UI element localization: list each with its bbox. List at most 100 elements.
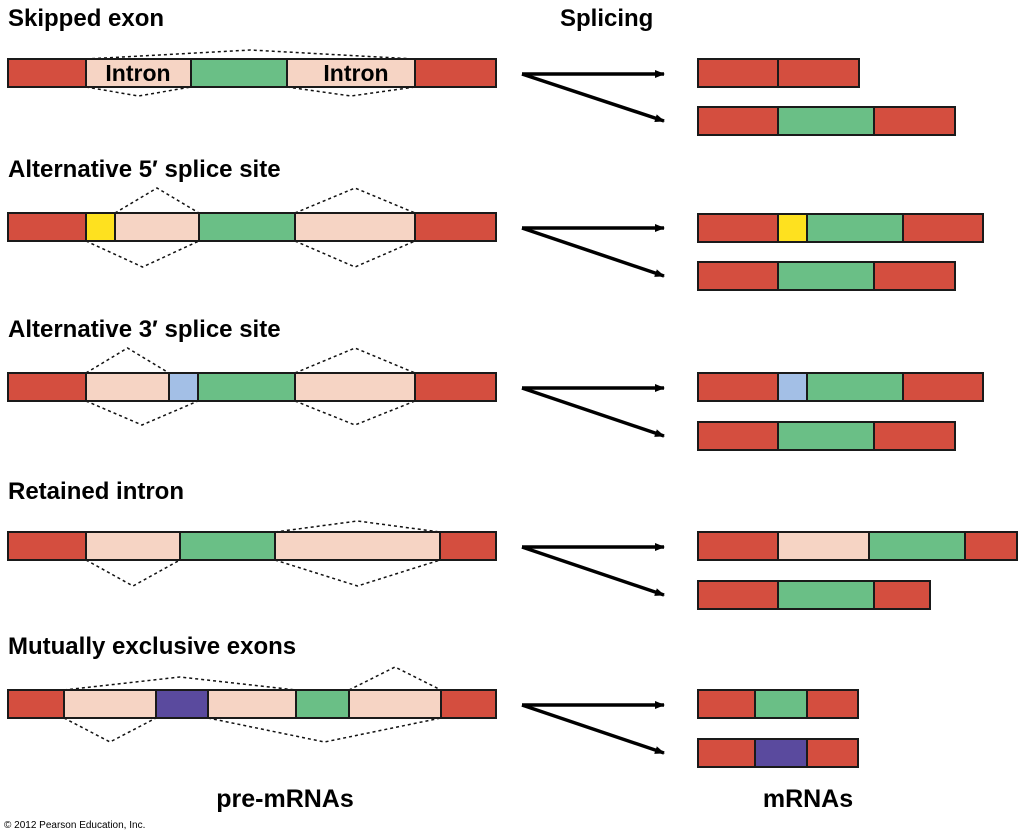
mrna-segment-green-exon — [754, 689, 808, 719]
pre-mrna — [7, 531, 497, 561]
arrow-to-mrna-2 — [521, 545, 665, 597]
mrna-segment-exon — [697, 58, 779, 88]
mrna-segment-green-exon — [806, 213, 904, 243]
pre-mrna — [7, 58, 497, 88]
panel-retained-intron: Retained intron — [7, 478, 1018, 610]
mrna-product-1 — [697, 213, 984, 243]
pre-mrna-segment-intron — [85, 372, 170, 402]
splice-connector-bottom — [207, 717, 442, 743]
pre-mrna-segment-intron — [85, 531, 181, 561]
mrna-segment-exon — [697, 531, 779, 561]
mrna-segment-green-exon — [868, 531, 966, 561]
arrow-to-mrna-2 — [521, 703, 665, 755]
mrna-segment-exon — [902, 213, 984, 243]
panel-mutually-exclusive-exons: Mutually exclusive exons — [7, 633, 859, 768]
splice-connector-bottom — [274, 559, 441, 587]
pre-mrna-segment-exon — [7, 58, 87, 88]
mrna-product-2 — [697, 580, 931, 610]
pre-mrna-segment-exon — [439, 531, 497, 561]
intron-label: Intron — [105, 60, 170, 86]
arrow-to-mrna-2 — [521, 386, 665, 438]
mrna-segment-intron — [777, 531, 870, 561]
splice-connector-bottom — [85, 400, 199, 426]
splice-connector-top — [85, 49, 416, 60]
splicing-arrows — [521, 70, 665, 123]
mrna-product-1 — [697, 531, 1018, 561]
pre-mrna — [7, 372, 497, 402]
pre-mrna — [7, 689, 497, 719]
mrna-segment-exon — [777, 58, 860, 88]
pre-mrna-segment-green-exon — [179, 531, 276, 561]
mrna-segment-exon — [873, 261, 956, 291]
panel-alternative-3-splice-site: Alternative 3′ splice site — [7, 316, 984, 451]
mrna-product-2 — [697, 106, 956, 136]
mrna-segment-exon — [806, 738, 859, 768]
splicing-arrows — [521, 384, 665, 438]
mrna-segment-exon — [873, 421, 956, 451]
mrna-segment-exon — [964, 531, 1018, 561]
intron-label: Intron — [323, 60, 388, 86]
copyright-credit: © 2012 Pearson Education, Inc. — [4, 820, 145, 831]
mrna-segment-green-exon — [777, 421, 875, 451]
pre-mrna-segment-exon — [7, 531, 87, 561]
pre-mrna-segment-green-exon — [190, 58, 288, 88]
pre-mrna-segment-intron — [85, 58, 192, 88]
splice-connector-top — [63, 676, 297, 691]
mrnas-label: mRNAs — [763, 785, 853, 813]
splicing-arrows — [521, 701, 665, 755]
pre-mrna-segment-light-blue — [168, 372, 199, 402]
splice-connector-bottom — [85, 240, 200, 268]
mrna-product-2 — [697, 421, 956, 451]
mrna-segment-purple — [754, 738, 808, 768]
splicing-arrows — [521, 543, 665, 597]
mrna-segment-exon — [873, 580, 931, 610]
mrna-segment-exon — [697, 421, 779, 451]
mrna-segment-exon — [873, 106, 956, 136]
mrna-product-2 — [697, 261, 956, 291]
pre-mrna — [7, 212, 497, 242]
splice-connector-top — [85, 347, 170, 374]
pre-mrna-segment-intron — [63, 689, 157, 719]
pre-mrnas-label: pre-mRNAs — [216, 785, 354, 813]
pre-mrna-segment-green-exon — [295, 689, 350, 719]
mrna-product-1 — [697, 689, 859, 719]
pre-mrna-segment-intron — [274, 531, 441, 561]
arrow-to-mrna-2 — [521, 226, 665, 278]
mrna-product-1 — [697, 58, 860, 88]
mrna-segment-exon — [697, 213, 779, 243]
pre-mrna-segment-exon — [414, 212, 497, 242]
mrna-segment-light-blue — [777, 372, 808, 402]
mrna-segment-exon — [697, 261, 779, 291]
mrna-product-2 — [697, 738, 859, 768]
pre-mrna-segment-green-exon — [197, 372, 296, 402]
mrna-segment-exon — [697, 580, 779, 610]
pre-mrna-segment-exon — [440, 689, 497, 719]
pre-mrna-segment-yellow — [85, 212, 116, 242]
splicing-arrows — [521, 224, 665, 278]
pre-mrna-segment-intron — [294, 212, 416, 242]
splice-connector-top — [348, 666, 442, 691]
mrna-segment-exon — [806, 689, 859, 719]
mrna-segment-green-exon — [777, 261, 875, 291]
splice-connector-bottom — [85, 86, 192, 97]
pre-mrna-segment-exon — [414, 58, 497, 88]
splice-connector-top — [114, 187, 200, 214]
splice-connector-bottom — [85, 559, 181, 587]
panel-title: Skipped exon — [8, 5, 164, 32]
splice-connector-bottom — [294, 400, 416, 426]
panel-alternative-5-splice-site: Alternative 5′ splice site — [7, 156, 984, 291]
splicing-header: Splicing — [560, 5, 653, 32]
mrna-segment-exon — [902, 372, 984, 402]
splice-connector-bottom — [286, 86, 416, 97]
mrna-segment-yellow — [777, 213, 808, 243]
mrna-segment-green-exon — [777, 106, 875, 136]
splice-connector-bottom — [63, 717, 157, 743]
mrna-segment-exon — [697, 372, 779, 402]
pre-mrna-segment-exon — [7, 689, 65, 719]
panel-title: Mutually exclusive exons — [8, 633, 296, 660]
pre-mrna-segment-exon — [7, 212, 87, 242]
panel-title: Alternative 5′ splice site — [8, 156, 281, 183]
